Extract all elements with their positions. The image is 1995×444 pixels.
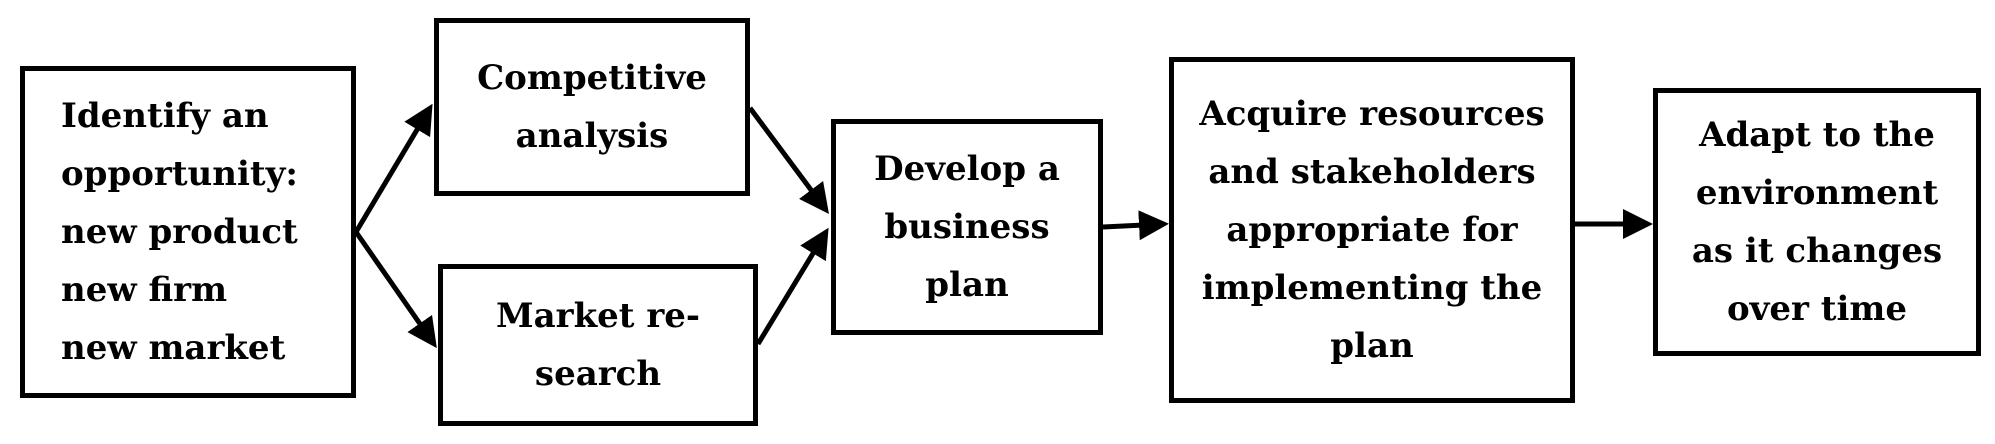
step-identify-opportunity: Identify an opportunity: new product new… [20,66,356,398]
step-market-research: Market re- search [438,264,758,426]
step-adapt-to-environment: Adapt to the environment as it changes o… [1653,88,1981,356]
arrow-plan-to-acquire [1102,210,1169,241]
step-competitive-analysis: Competitive analysis [434,18,750,196]
step-market-research-label: Market re- search [496,296,700,394]
step-competitive-analysis-label: Competitive analysis [477,58,707,156]
step-identify-opportunity-label: Identify an opportunity: new product new… [61,96,298,368]
step-acquire-resources-label: Acquire resources and stakeholders appro… [1199,94,1545,366]
arrow-identify-to-competitive [353,103,433,234]
arrow-competitive-to-plan [747,106,829,215]
arrow-identify-to-market [353,230,437,349]
step-develop-business-plan-label: Develop a business plan [874,149,1060,305]
arrow-market-to-plan [755,227,829,346]
step-adapt-to-environment-label: Adapt to the environment as it changes o… [1691,115,1943,329]
step-develop-business-plan: Develop a business plan [831,119,1103,335]
step-acquire-resources: Acquire resources and stakeholders appro… [1169,57,1575,403]
